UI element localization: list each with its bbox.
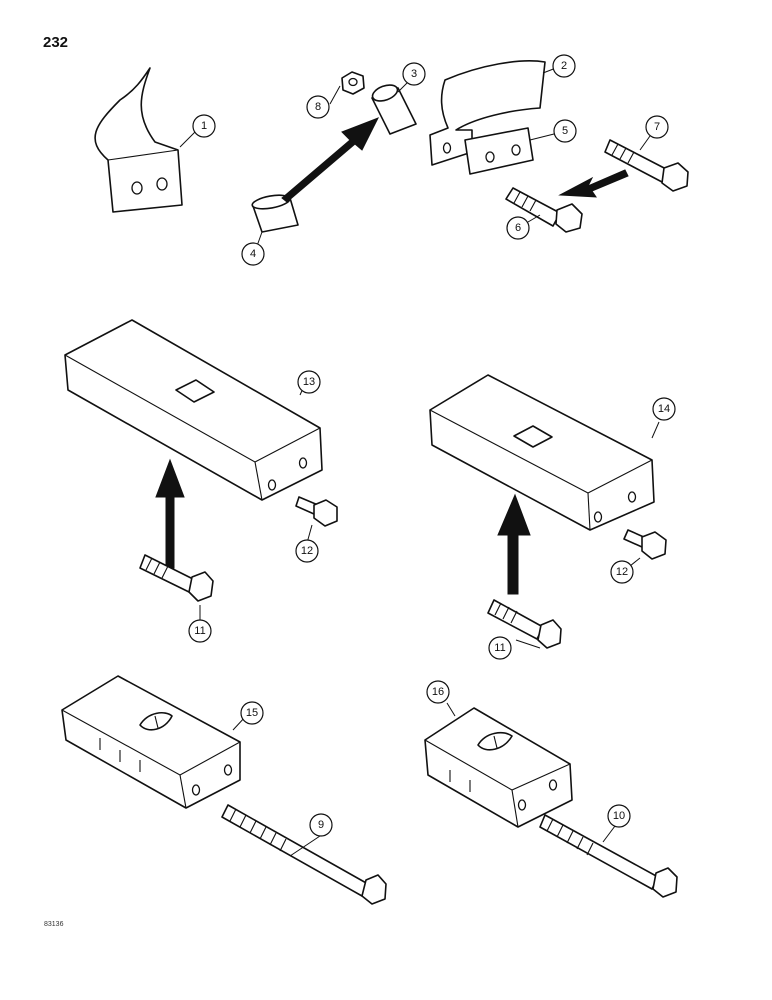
part-6-bolt	[505, 187, 583, 233]
callout-1: 1	[192, 114, 216, 138]
figure-code: 83136	[44, 921, 64, 928]
part-1-bracket	[94, 67, 183, 213]
callout-8-label: 8	[315, 101, 321, 113]
callout-11-right: 11	[488, 636, 512, 660]
callout-7: 7	[645, 115, 669, 139]
callout-8: 8	[306, 95, 330, 119]
callout-11-left-label: 11	[194, 625, 205, 637]
part-10-long-bolt	[539, 814, 678, 898]
callout-14-label: 14	[658, 403, 670, 415]
part-16-shoe	[424, 707, 573, 828]
part-2-bracket	[429, 60, 546, 166]
callout-13-label: 13	[303, 376, 315, 388]
part-7-bolt	[604, 139, 689, 192]
callout-7-label: 7	[654, 121, 660, 133]
arrow-4-to-3	[281, 117, 380, 203]
arrow-7-to-6	[558, 169, 629, 198]
callout-12-left: 12	[295, 539, 319, 563]
callout-3-label: 3	[411, 68, 417, 80]
callout-2-label: 2	[561, 60, 567, 72]
part-4-spacer	[251, 194, 299, 233]
callout-5: 5	[553, 119, 577, 143]
page-number: 232	[43, 34, 69, 51]
callout-16-label: 16	[432, 686, 444, 698]
part-8-nut	[341, 71, 365, 95]
part-14-shoe	[429, 374, 655, 531]
callout-10: 10	[607, 804, 631, 828]
callout-5-label: 5	[562, 125, 568, 137]
callout-15: 15	[240, 701, 264, 725]
callout-6-label: 6	[515, 222, 521, 234]
callout-11-left: 11	[188, 619, 212, 643]
callout-3: 3	[402, 62, 426, 86]
part-12-bolt-left	[295, 496, 338, 527]
callout-11-right-label: 11	[494, 642, 505, 654]
callout-2: 2	[552, 54, 576, 78]
callout-4: 4	[241, 242, 265, 266]
arrow-11-to-14	[497, 493, 531, 595]
part-15-shoe	[61, 675, 241, 809]
part-3-spacer	[371, 84, 417, 135]
callout-13: 13	[297, 370, 321, 394]
callout-4-label: 4	[250, 248, 256, 260]
callout-16: 16	[426, 680, 450, 704]
arrow-11-to-13	[155, 458, 185, 569]
callout-14: 14	[652, 397, 676, 421]
callout-9: 9	[309, 813, 333, 837]
part-13-shoe	[64, 319, 323, 501]
callout-15-label: 15	[246, 707, 258, 719]
callout-9-label: 9	[318, 819, 324, 831]
callout-1-label: 1	[201, 120, 207, 132]
part-11-bolt-left	[139, 554, 214, 602]
part-12-bolt-right	[623, 529, 667, 560]
callout-12-left-label: 12	[301, 545, 313, 557]
callout-6: 6	[506, 216, 530, 240]
callout-10-label: 10	[613, 810, 625, 822]
part-9-long-bolt	[221, 804, 387, 905]
callout-12-right: 12	[610, 560, 634, 584]
callout-12-right-label: 12	[616, 566, 628, 578]
part-5-plate	[464, 127, 534, 175]
part-11-bolt-right	[487, 599, 562, 649]
